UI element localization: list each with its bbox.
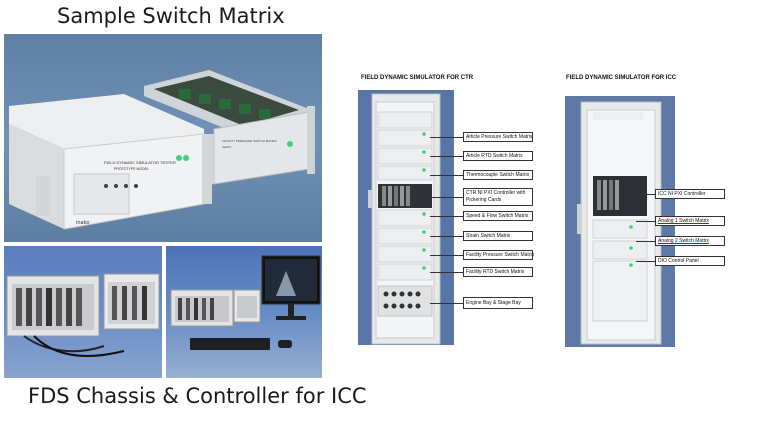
ctr-leader-3 (430, 175, 464, 176)
ctr-label-engine-bay: Engine Bay & Stage Bay (463, 297, 533, 309)
ctr-leader-1 (430, 137, 464, 138)
icc-leader-4 (636, 261, 656, 262)
ctr-label-pxi-line2: Pickering Cards (466, 197, 502, 203)
ctr-heading: FIELD DYNAMIC SIMULATOR FOR CTR (361, 75, 474, 81)
ctr-leader-7 (430, 255, 464, 256)
icc-leader-1 (636, 194, 656, 195)
ctr-leader-6 (430, 236, 464, 237)
open-unit-text: FACILITY PRESSURE SWITCH MATRIX (222, 139, 277, 143)
open-unit-subtext: INAKO (222, 145, 232, 149)
icc-leader-3 (636, 241, 656, 242)
chassis-illustration (6, 273, 160, 357)
unit-front-subtext: PROTOTYPE MODEL (114, 167, 149, 171)
icc-cabinet-photo (565, 96, 675, 347)
icc-label-analog-2: Analog 2 Switch Matrix (655, 236, 725, 246)
switch-matrix-illustration: FIELD DYNAMIC SIMULATOR TESTER PROTOTYPE… (9, 70, 315, 230)
ctr-leader-5 (430, 216, 464, 217)
ctr-leader-8 (430, 272, 464, 273)
ctr-cabinet-illustration (368, 93, 441, 345)
switch-matrix-photo: FIELD DYNAMIC SIMULATOR TESTER PROTOTYPE… (4, 34, 322, 242)
icc-label-pxi-controller: ICC NI PXI Controller (655, 189, 725, 199)
ctr-leader-4 (430, 197, 464, 198)
unit-front-text: FIELD DYNAMIC SIMULATOR TESTER (104, 160, 176, 165)
controller-illustration (170, 255, 321, 350)
fds-chassis-title: FDS Chassis & Controller for ICC (28, 384, 367, 408)
ctr-label-article-rtd: Article RTD Switch Matrix (463, 151, 533, 161)
logo-text: inako (76, 220, 89, 226)
ctr-label-facility-pressure: Facility Pressure Switch Matrix (463, 250, 534, 260)
ctr-label-pxi-line1: CTR NI PXI Controller with (466, 190, 526, 196)
ctr-label-strain: Strain Switch Matrix (463, 231, 533, 241)
ctr-leader-2 (430, 156, 464, 157)
ctr-label-speed-flow: Speed & Flow Switch Matrix (463, 211, 533, 221)
icc-leader-2 (636, 221, 656, 222)
ctr-cabinet-photo (358, 90, 454, 345)
ctr-leader-9 (430, 303, 464, 304)
controller-photo (166, 246, 322, 378)
ctr-label-pxi-controller: CTR NI PXI Controller with Pickering Car… (463, 188, 533, 206)
icc-label-dio-control: DIO Control Panel (655, 256, 725, 266)
sample-switch-matrix-title: Sample Switch Matrix (57, 4, 285, 28)
icc-heading: FIELD DYNAMIC SIMULATOR FOR ICC (566, 75, 677, 81)
ctr-label-facility-rtd: Facility RTD Switch Matrix (463, 267, 533, 277)
chassis-photo (4, 246, 162, 378)
ctr-label-thermocouple: Thermocouple Switch Matrix (463, 170, 533, 180)
icc-label-analog-1: Analog 1 Switch Matrix (655, 216, 725, 226)
ctr-label-article-pressure: Article Pressure Switch Matrix (463, 132, 533, 142)
